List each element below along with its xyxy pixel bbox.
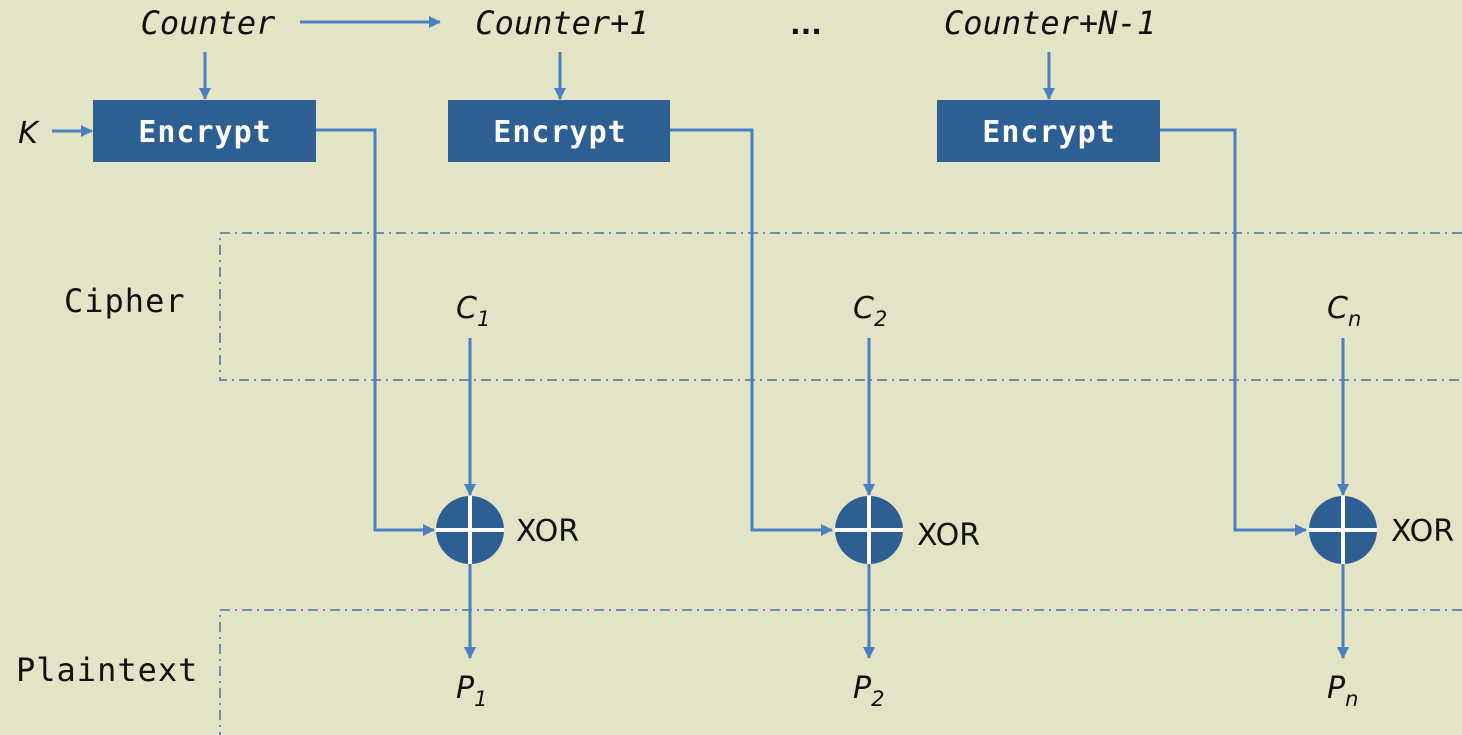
plaintext-block-subscript: 2 xyxy=(871,687,884,711)
keystream-line-2 xyxy=(670,128,833,536)
cipher-region-label: Cipher xyxy=(64,282,186,320)
keystream-line-1 xyxy=(316,128,435,536)
cipher-block-subscript: n xyxy=(1348,307,1361,331)
counter-label-2: Counter+1 xyxy=(475,4,648,42)
plaintext-block-label-n: Pn xyxy=(1327,671,1358,711)
encrypt-block-label: Encrypt xyxy=(982,115,1115,150)
cipher-block-subscript: 1 xyxy=(477,307,490,331)
xor-node-1: XOR xyxy=(436,496,579,564)
encrypt-block-n: Encrypt xyxy=(937,100,1160,162)
cipher-block-label-1: C1 xyxy=(456,291,490,331)
plaintext-region-border xyxy=(219,609,1462,735)
plaintext-block-subscript: 1 xyxy=(474,687,487,711)
cipher-block-base: C xyxy=(853,291,874,326)
encrypt-block-2: Encrypt xyxy=(448,100,670,162)
cipher-block-base: C xyxy=(456,291,477,326)
cipher-block-base: C xyxy=(1327,291,1348,326)
encrypt-block-1: Encrypt xyxy=(93,100,316,162)
key-label: K xyxy=(18,116,40,151)
xor-label: XOR xyxy=(516,514,579,549)
cipher-block-label-2: C2 xyxy=(853,291,887,331)
counter-label-1: Counter xyxy=(141,4,277,42)
xor-label: XOR xyxy=(1391,514,1454,549)
plaintext-region-label: Plaintext xyxy=(16,651,198,689)
xor-node-n: XOR xyxy=(1309,496,1454,564)
plaintext-block-label-1: P1 xyxy=(456,671,487,711)
plaintext-block-base: P xyxy=(853,671,872,706)
counter-label-n: Counter+N-1 xyxy=(944,4,1156,42)
xor-node-2: XOR xyxy=(835,496,980,564)
plaintext-block-subscript: n xyxy=(1345,687,1358,711)
keystream-line-n xyxy=(1160,128,1307,536)
cipher-region xyxy=(219,232,1462,381)
plaintext-block-label-2: P2 xyxy=(853,671,884,711)
ellipsis: ... xyxy=(790,8,822,41)
plaintext-block-base: P xyxy=(456,671,475,706)
cipher-block-label-n: Cn xyxy=(1327,291,1361,331)
xor-label: XOR xyxy=(917,518,980,553)
encrypt-block-label: Encrypt xyxy=(493,115,626,150)
cipher-region-border xyxy=(219,232,1462,381)
plaintext-region xyxy=(219,609,1462,735)
cipher-block-subscript: 2 xyxy=(874,307,887,331)
encrypt-block-label: Encrypt xyxy=(138,115,271,150)
plaintext-block-base: P xyxy=(1327,671,1346,706)
